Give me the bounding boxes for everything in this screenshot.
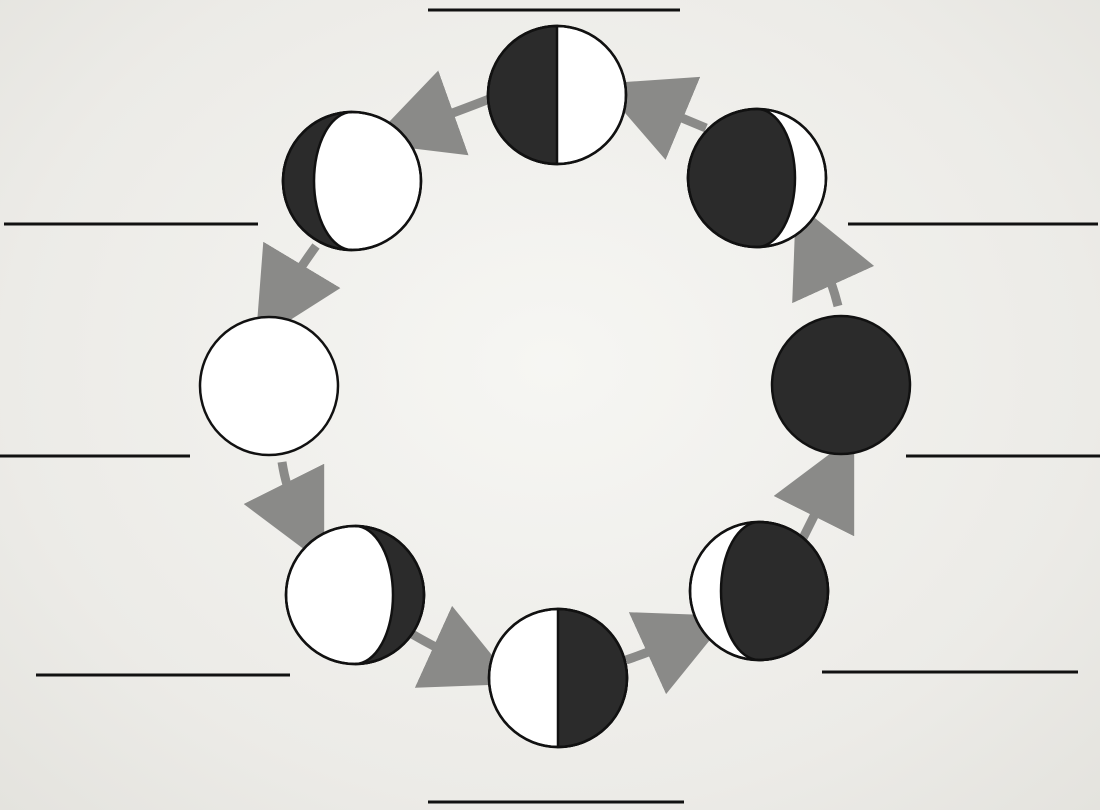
arrow-upper-right-to-top	[658, 108, 706, 128]
arrow-top-to-upper-left	[428, 98, 492, 122]
arrow-upper-left-to-left	[288, 246, 316, 288]
moon-phase-lower-left	[286, 526, 424, 664]
moon-phase-bottom	[489, 609, 627, 747]
moon-phase-right	[772, 316, 910, 454]
arrow-bottom-to-lower-right	[626, 642, 672, 660]
moon-phase-upper-left	[283, 112, 421, 250]
moon-phase-lower-right	[690, 522, 828, 660]
arrow-lower-left-to-bottom	[412, 634, 458, 658]
moon-phase-left	[200, 317, 338, 455]
arrow-right-to-upper-right	[822, 260, 838, 306]
arrow-left-to-lower-left	[282, 462, 296, 508]
moon-phases	[200, 26, 910, 747]
moon-phase-upper-right	[688, 109, 826, 247]
moon-phase-top	[488, 26, 626, 164]
arrow-lower-right-to-right	[802, 492, 826, 540]
